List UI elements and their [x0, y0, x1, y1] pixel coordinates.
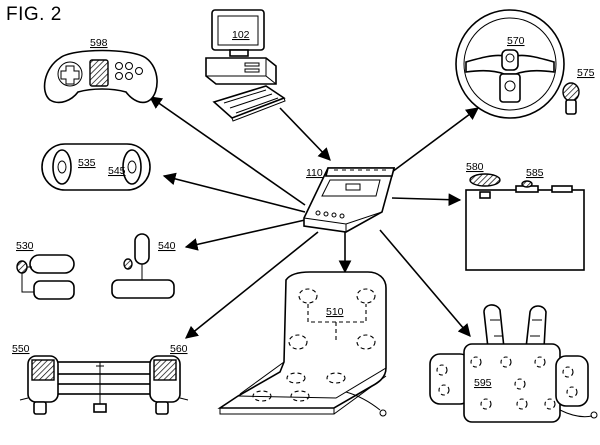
label-570: 570: [507, 35, 525, 47]
arrow-to-joystick: [186, 220, 305, 247]
label-598: 598: [90, 37, 108, 49]
label-530: 530: [16, 240, 34, 252]
seat-510: 510: [220, 272, 386, 416]
gamepad-598: 598: [45, 37, 158, 102]
joystick-540: 540: [112, 234, 176, 298]
arrow-to-oval-pad: [164, 176, 305, 212]
label-535: 535: [78, 157, 96, 169]
label-540: 540: [158, 240, 176, 252]
label-110: 110: [306, 167, 323, 179]
label-102: 102: [232, 29, 250, 41]
oval-pad-535-545: 535 545: [42, 144, 150, 190]
arrow-to-vest: [380, 230, 470, 336]
label-585: 585: [526, 167, 544, 179]
hub-110: 110: [304, 167, 394, 232]
label-595: 595: [474, 377, 492, 389]
arrow-to-panel: [392, 198, 460, 200]
label-550: 550: [12, 343, 30, 355]
shift-knob-575: 575: [563, 67, 595, 114]
label-545: 545: [108, 165, 126, 177]
computer-102: 102: [206, 10, 285, 121]
steering-wheel-570: 570: [456, 10, 564, 118]
arrow-from-computer: [280, 108, 330, 160]
vest-595: 595: [430, 305, 597, 422]
label-575: 575: [577, 67, 595, 79]
label-560: 560: [170, 343, 188, 355]
bench-550-560: 550 560: [12, 343, 188, 414]
panel-580-585: 580 585: [466, 161, 584, 270]
joystick-530: 530: [16, 240, 74, 299]
figure-title: FIG. 2: [6, 4, 62, 26]
label-510: 510: [326, 306, 344, 318]
label-580: 580: [466, 161, 484, 173]
